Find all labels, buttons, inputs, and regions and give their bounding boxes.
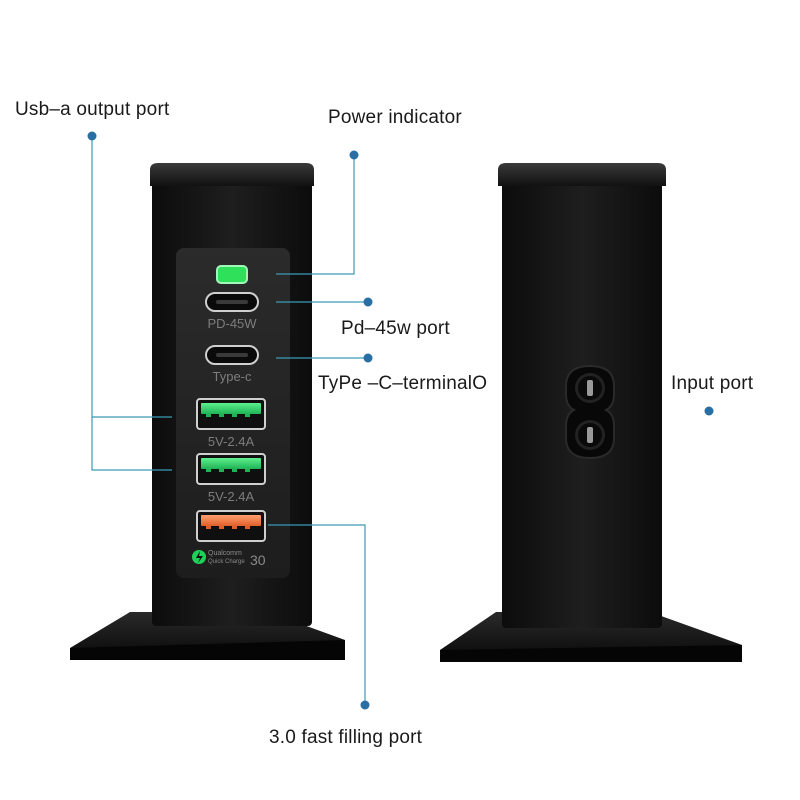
qualcomm-text: Qualcomm	[208, 550, 242, 557]
callout-fast-filling-port: 3.0 fast filling port	[269, 727, 423, 748]
front-device: PD-45W Type-c 5V-2.4A 5V-2.4A	[70, 163, 345, 660]
type-c-dot	[363, 353, 373, 363]
callout-type-c-terminal: TyPe –C–terminalO	[318, 373, 488, 394]
usb-c-port-type-c	[205, 345, 259, 365]
pd45w-dot	[363, 297, 373, 307]
quick-charge-version: 30	[250, 552, 266, 568]
usb-a-port-2	[196, 453, 266, 485]
power-indicator-dot	[349, 150, 359, 160]
callout-pd45w-port: Pd–45w port	[341, 318, 450, 339]
fast-port-leader-line	[268, 524, 366, 705]
callout-power-indicator: Power indicator	[328, 107, 462, 128]
power-indicator-leader-line	[276, 155, 355, 275]
quick-charge-text: Quick Charge	[208, 559, 245, 565]
back-device	[440, 163, 742, 662]
input-port-dot	[704, 406, 714, 416]
usb-a-port-1	[196, 398, 266, 430]
port-label-pd45w: PD-45W	[207, 316, 257, 331]
back-top-cap	[498, 163, 666, 186]
ac-input-socket	[565, 364, 615, 460]
power-indicator-led	[216, 265, 248, 284]
port-label-usb-a-2: 5V-2.4A	[208, 489, 255, 504]
callout-lines	[91, 136, 368, 705]
front-top-cap	[150, 163, 314, 186]
usb-c-port-pd45w	[205, 292, 259, 312]
usb-a-dot	[87, 131, 97, 141]
qualcomm-quick-charge-logo: Qualcomm Quick Charge 30	[192, 550, 266, 568]
usb-a-port-quick-charge	[196, 510, 266, 542]
callout-input-port: Input port	[671, 373, 754, 394]
port-label-type-c: Type-c	[212, 369, 252, 384]
callout-usb-a-output-port: Usb–a output port	[15, 99, 170, 120]
usb-a-leader-line	[91, 136, 172, 471]
callout-dots	[87, 131, 714, 710]
port-label-usb-a-1: 5V-2.4A	[208, 434, 255, 449]
fast-port-dot	[360, 700, 370, 710]
